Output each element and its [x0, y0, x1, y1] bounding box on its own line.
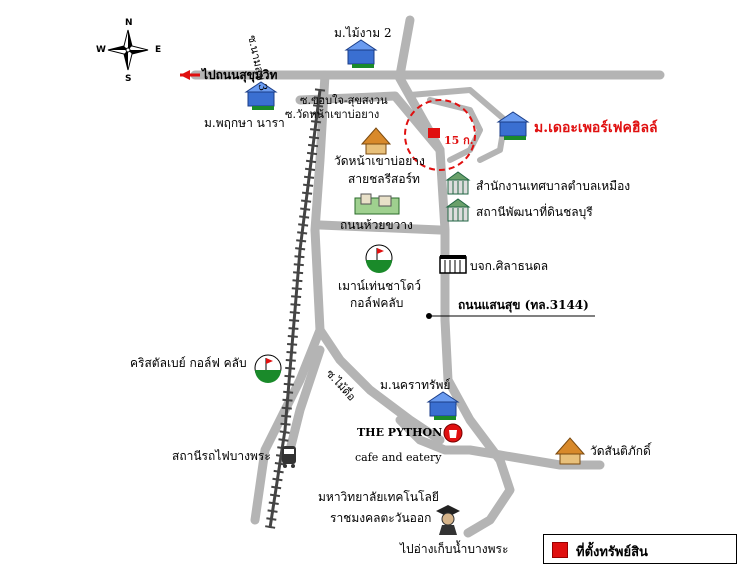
arrow-to-sukhumvit [180, 70, 200, 80]
house-icon-mai-ngam [344, 39, 378, 68]
golf-icon-mountain [365, 244, 393, 273]
label-crystal: คริสตัลเบย์ กอล์ฟ คลับ [130, 356, 247, 370]
label-huai-khwang: ถนนห้วยขวาง [340, 218, 413, 232]
railway [265, 88, 326, 529]
graduate-icon [436, 505, 460, 535]
road-station [285, 345, 325, 455]
road-huai-khwang [315, 220, 445, 235]
label-to-reservoir: ไปอ่างเก็บน้ำบางพระ [400, 542, 509, 556]
golf-icon-crystal [254, 354, 282, 383]
label-wat-1: วัดหน้าเขาบ่อยาง [334, 154, 425, 168]
cafe-icon-python [443, 423, 463, 443]
legend-label: ที่ตั้งทรัพย์สิน [576, 545, 648, 560]
train-icon [282, 446, 296, 468]
roads [190, 15, 665, 538]
road-mai-ngam [395, 15, 415, 80]
label-perfect-hills: ม.เดอะเพอร์เฟคฮิลล์ [534, 120, 658, 136]
temple-icon-wat-san [554, 437, 586, 465]
road-east-branch [395, 415, 605, 470]
label-mai-ngam: ม.ไม้งาม 2 [334, 26, 392, 40]
building-icon-silathon [439, 255, 467, 274]
label-python-1: THE PYTHON [357, 426, 443, 439]
label-nakhon: ม.นคราทรัพย์ [380, 378, 451, 392]
label-station: สถานีรถไฟบางพระ [172, 449, 271, 463]
label-python-2: cafe and eatery [355, 451, 442, 464]
compass-e: E [155, 45, 162, 55]
label-uni-2: ราชมงคลตะวันออก [330, 511, 432, 525]
label-wat-2: สายชลรีสอร์ท [348, 172, 420, 186]
label-mountain-2: กอล์ฟคลับ [350, 296, 404, 310]
label-to-sukhumvit: ไปถนนสุขุมวิท [202, 68, 278, 82]
house-icon-perfect-hills [496, 111, 530, 140]
label-pruksa: ม.พฤกษา นารา [204, 116, 285, 130]
label-wat-san: วัดสันติภักดิ์ [590, 444, 651, 458]
label-distance: 15 ก. [444, 134, 474, 147]
map-legend: ที่ตั้งทรัพย์สิน [543, 534, 737, 564]
house-icon-pruksa [244, 81, 278, 110]
temple-icon-wat [360, 127, 392, 155]
compass-n: N [125, 18, 133, 28]
label-soi-khobjai: ซ.ขอบใจ-สุขสงวน [300, 94, 388, 107]
compass-rose-icon [107, 29, 149, 71]
label-mountain-1: เมาน์เท่นชาโดว์ [338, 279, 422, 293]
building-icon-municipal [445, 171, 471, 195]
label-soi-wat: ซ.วัดหน้าเขาบ่อยาง [285, 108, 380, 121]
building-icon-land-dev [445, 198, 471, 222]
house-icon-nakhon [426, 391, 460, 420]
road-loop [427, 97, 483, 163]
legend-swatch [552, 542, 568, 558]
compass-w: W [96, 45, 106, 55]
road-maidue [315, 325, 445, 445]
label-municipal: สำนักงานเทศบาลตำบลเหมือง [476, 179, 631, 193]
road-saensuk [393, 70, 515, 538]
label-uni-1: มหาวิทยาลัยเทคโนโลยี [318, 490, 439, 504]
label-silathon: บจก.ศิลาธนดล [470, 259, 549, 273]
compass-s: S [125, 74, 132, 84]
label-saensuk: ถนนแสนสุข (ทล.3144) [458, 298, 589, 312]
target-marker [404, 99, 476, 171]
resort-icon [354, 193, 400, 215]
label-land-dev: สถานีพัฒนาที่ดินชลบุรี [476, 205, 593, 219]
